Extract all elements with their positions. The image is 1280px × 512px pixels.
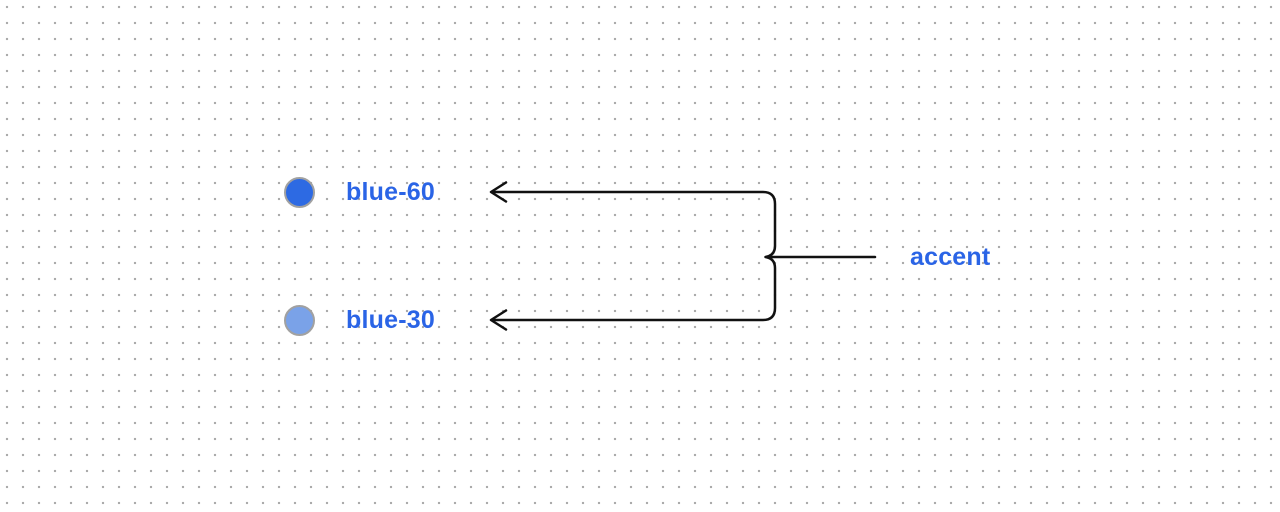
swatch-row-blue-60: blue-60 (284, 175, 435, 209)
swatch-row-blue-30: blue-30 (284, 303, 435, 337)
color-swatch-blue-60 (284, 176, 315, 208)
accent-label: accent (910, 243, 991, 271)
color-swatch-blue-30 (284, 304, 315, 336)
arrowhead-bottom (489, 309, 508, 331)
brace-path (492, 190, 777, 322)
swatch-label-blue-30: blue-30 (346, 305, 435, 334)
swatch-label-blue-60: blue-60 (346, 177, 435, 206)
arrowhead-top (489, 181, 508, 203)
